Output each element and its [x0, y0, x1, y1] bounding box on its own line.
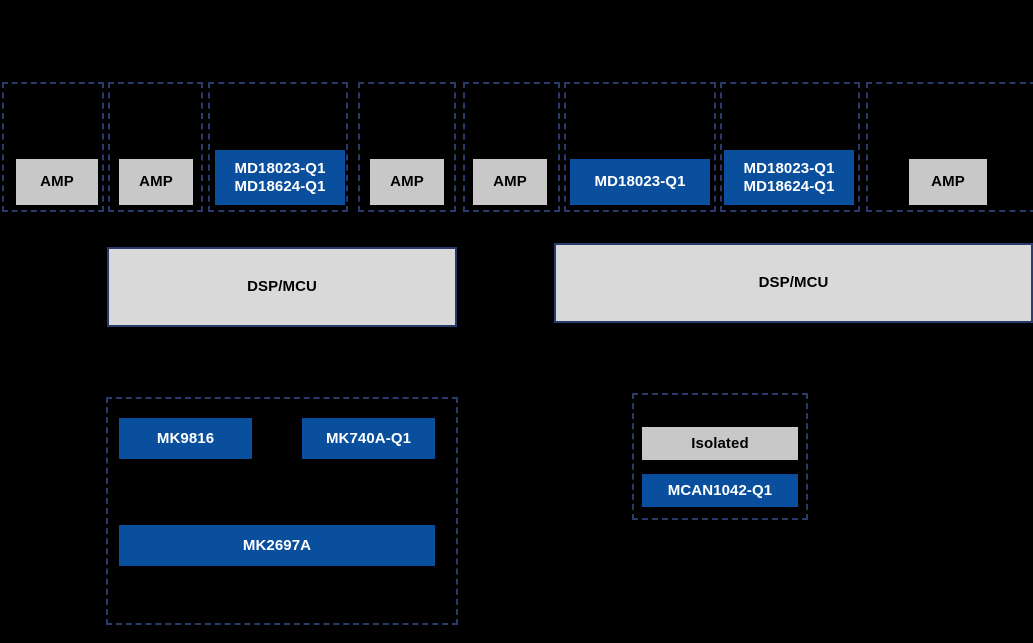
chip-md18023-md18624-2[interactable]: MD18023-Q1 MD18624-Q1 [724, 150, 854, 205]
group-container-8 [866, 82, 1033, 212]
chip-md18023-1[interactable]: MD18023-Q1 [570, 159, 710, 205]
chip-mk2697a[interactable]: MK2697A [119, 525, 435, 566]
power-clock-group [106, 397, 458, 625]
group-container-5 [463, 82, 560, 212]
amp-block-2[interactable]: AMP [119, 159, 193, 205]
amp-block-1[interactable]: AMP [16, 159, 98, 205]
group-container-4 [358, 82, 456, 212]
chip-mk9816[interactable]: MK9816 [119, 418, 252, 459]
isolated-block[interactable]: Isolated [642, 427, 798, 460]
chip-mk740a-q1[interactable]: MK740A-Q1 [302, 418, 435, 459]
dsp-mcu-right[interactable]: DSP/MCU [554, 243, 1033, 323]
amp-block-4[interactable]: AMP [473, 159, 547, 205]
dsp-mcu-left[interactable]: DSP/MCU [107, 247, 457, 327]
chip-md18023-md18624-1[interactable]: MD18023-Q1 MD18624-Q1 [215, 150, 345, 205]
chip-mcan1042-q1[interactable]: MCAN1042-Q1 [642, 474, 798, 507]
group-container-7 [720, 82, 860, 212]
amp-block-5[interactable]: AMP [909, 159, 987, 205]
group-container-1 [2, 82, 104, 212]
group-container-6 [564, 82, 716, 212]
amp-block-3[interactable]: AMP [370, 159, 444, 205]
can-interface-group [632, 393, 808, 520]
group-container-2 [108, 82, 203, 212]
group-container-3 [208, 82, 348, 212]
